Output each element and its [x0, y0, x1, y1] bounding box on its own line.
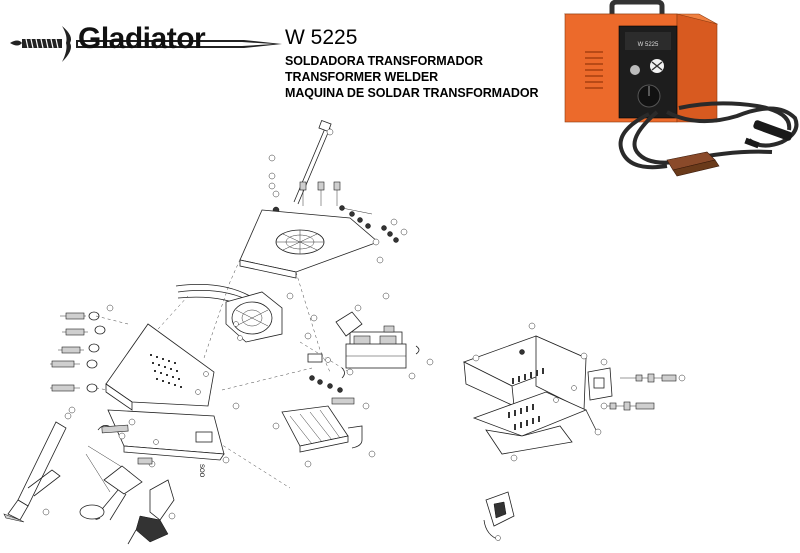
- sword-guard-icon: [62, 26, 71, 62]
- front-panel: SOO: [107, 402, 240, 478]
- electrode-holder: [3, 406, 76, 523]
- fan-assembly: [175, 284, 294, 343]
- side-panel: [105, 323, 215, 411]
- subtitle-english: TRANSFORMER WELDER: [285, 70, 439, 84]
- left-fasteners: [50, 304, 129, 420]
- carry-handle-icon: [609, 0, 665, 16]
- exploded-parts-diagram: SOO: [3, 120, 686, 545]
- base-rail: [272, 405, 376, 468]
- subtitle-spanish: SOLDADORA TRANSFORMADOR: [285, 54, 483, 68]
- mount-bracket: [304, 311, 363, 340]
- panel-plate-label: SOO: [198, 464, 204, 478]
- cable-connector: [85, 418, 136, 493]
- work-clamp: [127, 457, 176, 545]
- subtitle-portuguese: MAQUINA DE SOLDAR TRANSFORMADOR: [285, 86, 539, 100]
- side-bracket: [585, 367, 686, 436]
- gladiator-logo: [10, 26, 282, 62]
- top-cover-plate: [239, 209, 379, 279]
- brand-name: Gladiator: [78, 22, 206, 55]
- sword-pommel-icon: [10, 40, 22, 46]
- ground-clamp-icon: [666, 151, 720, 177]
- header: W 5225 SOLDADORA TRANSFORMADOR TRANSFORM…: [285, 26, 538, 101]
- handle-rod: [293, 120, 334, 205]
- main-housing: [462, 322, 608, 462]
- center-fasteners: [307, 353, 370, 410]
- electrode-holder-icon: [744, 120, 793, 149]
- side-screws: [339, 205, 408, 264]
- panel-label: W 5225: [638, 42, 659, 48]
- top-screws: [268, 154, 341, 214]
- product-photo: W 5225: [563, 0, 799, 177]
- transformer: [345, 292, 434, 380]
- bottom-clip: [483, 491, 515, 541]
- model-number: W 5225: [285, 26, 358, 49]
